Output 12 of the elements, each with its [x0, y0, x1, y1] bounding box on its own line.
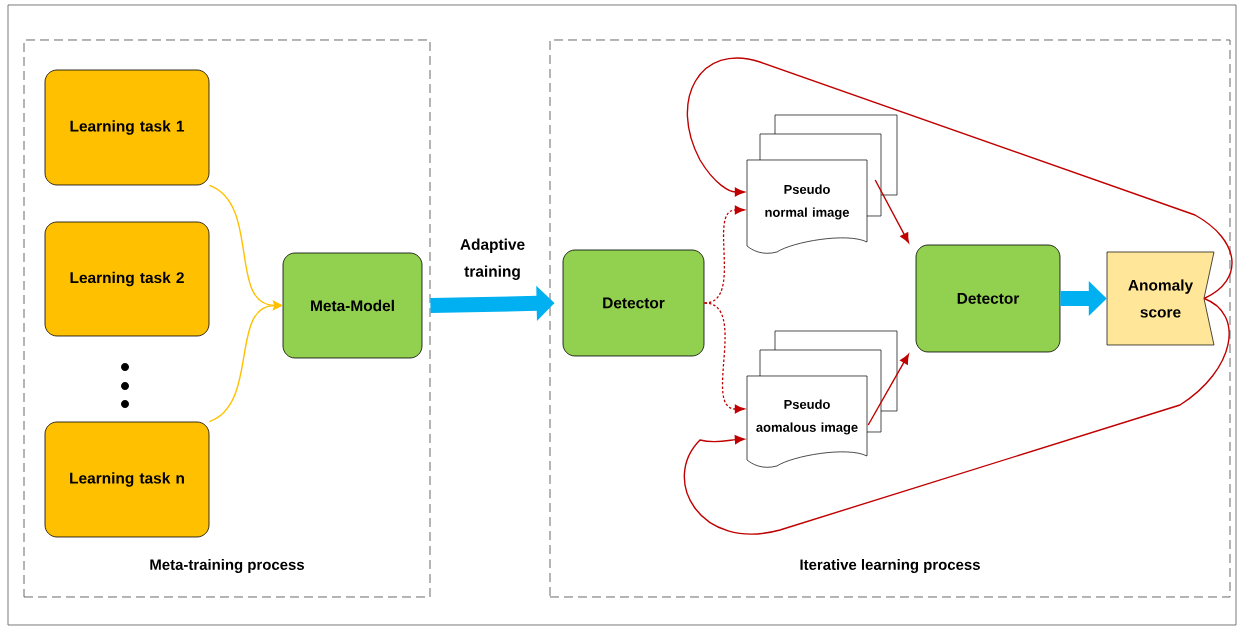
edge-label: Adaptive training: [460, 238, 525, 280]
process-box: Detector: [562, 249, 705, 357]
task-box: Learning task n: [44, 421, 210, 538]
process-box: Detector: [915, 244, 1061, 353]
process-box: Meta-Model: [282, 252, 423, 359]
task-box: Learning task 2: [44, 221, 210, 337]
arrow: [686, 57, 1233, 300]
arrow: [703, 302, 746, 414]
document-stack: Pseudo normal image: [746, 114, 898, 254]
arrow: [683, 297, 1230, 535]
task-box: Learning task 1: [44, 69, 210, 186]
document-stack: Pseudo aomalous image: [746, 330, 898, 468]
